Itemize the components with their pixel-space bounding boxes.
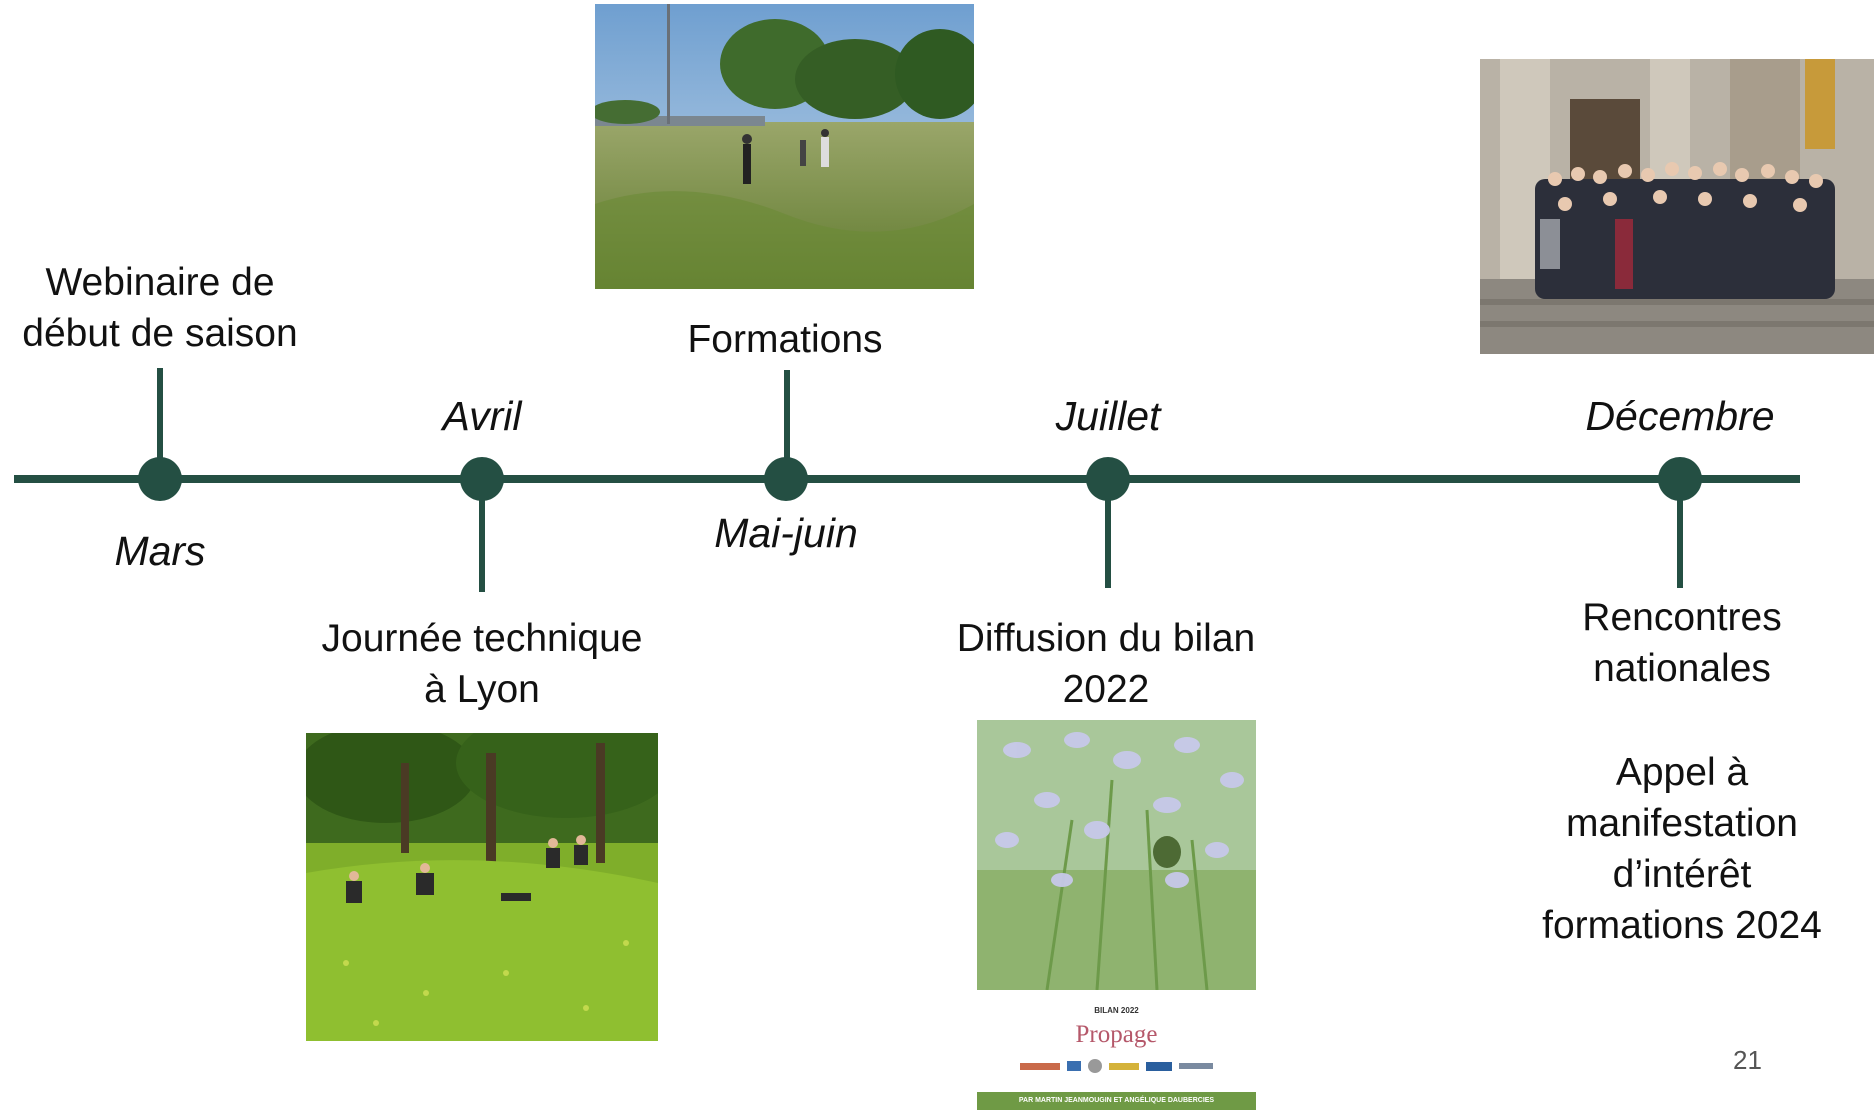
- tick-decembre: [1677, 480, 1683, 588]
- report-title: Propage: [1075, 1021, 1158, 1048]
- event-label-webinaire: Webinaire de début de saison: [0, 257, 320, 359]
- event-label-rencontres: Rencontres nationales: [1500, 592, 1864, 694]
- tick-juillet: [1105, 480, 1111, 588]
- photo-journee-lyon: [306, 733, 658, 1041]
- label-line: à Lyon: [424, 668, 540, 711]
- logo-ofb-icon: [1146, 1061, 1172, 1071]
- note-line: d’intérêt: [1612, 853, 1752, 896]
- logo-vigienature-icon: [1109, 1062, 1139, 1070]
- partner-logos: [977, 1059, 1256, 1073]
- month-avril: Avril: [442, 393, 522, 439]
- report-kicker: BILAN 2022: [1094, 1006, 1139, 1015]
- note-line: manifestation: [1566, 802, 1798, 845]
- tick-formations: [784, 370, 790, 480]
- label-line: nationales: [1593, 647, 1771, 690]
- label-line: Formations: [687, 318, 883, 361]
- event-label-journee-technique: Journée technique à Lyon: [282, 613, 682, 715]
- page-number: 21: [1733, 1045, 1762, 1075]
- tick-mars: [157, 368, 163, 478]
- timeline-dot-mai-juin: [764, 457, 808, 501]
- label-line: Rencontres: [1582, 596, 1782, 639]
- label-line: Diffusion du bilan: [956, 617, 1256, 660]
- photo-formations-field: [595, 4, 974, 289]
- event-label-diffusion-bilan: Diffusion du bilan 2022: [906, 613, 1306, 715]
- month-mars: Mars: [114, 528, 206, 574]
- label-line: début de saison: [22, 312, 298, 355]
- report-footer: PAR MARTIN JEANMOUGIN ET ANGÉLIQUE DAUBE…: [977, 1092, 1256, 1110]
- label-line: 2022: [1062, 668, 1150, 711]
- tick-avril: [479, 480, 485, 592]
- photo-rencontres-groupe: [1480, 59, 1874, 354]
- month-juillet: Juillet: [1055, 393, 1161, 439]
- timeline-axis: [14, 475, 1800, 483]
- month-mai-juin: Mai-juin: [714, 510, 858, 556]
- label-line: Journée technique: [321, 617, 643, 660]
- note-line: formations 2024: [1542, 904, 1822, 947]
- report-cover-bilan-2022: BILAN 2022 Propage PAR MARTIN JEANMOUGIN…: [977, 720, 1256, 1110]
- logo-propage-icon: [1020, 1062, 1060, 1070]
- logo-cnrs-icon: [1179, 1063, 1213, 1069]
- logo-noe-icon: [1067, 1061, 1081, 1071]
- event-label-formations: Formations: [585, 314, 985, 365]
- note-line: Appel à: [1615, 751, 1749, 794]
- label-line: Webinaire de: [45, 261, 275, 304]
- month-decembre: Décembre: [1585, 393, 1775, 439]
- note-appel-manifestation: Appel à manifestation d’intérêt formatio…: [1500, 747, 1864, 951]
- timeline-dot-mars: [138, 457, 182, 501]
- logo-mnhn-icon: [1088, 1059, 1102, 1073]
